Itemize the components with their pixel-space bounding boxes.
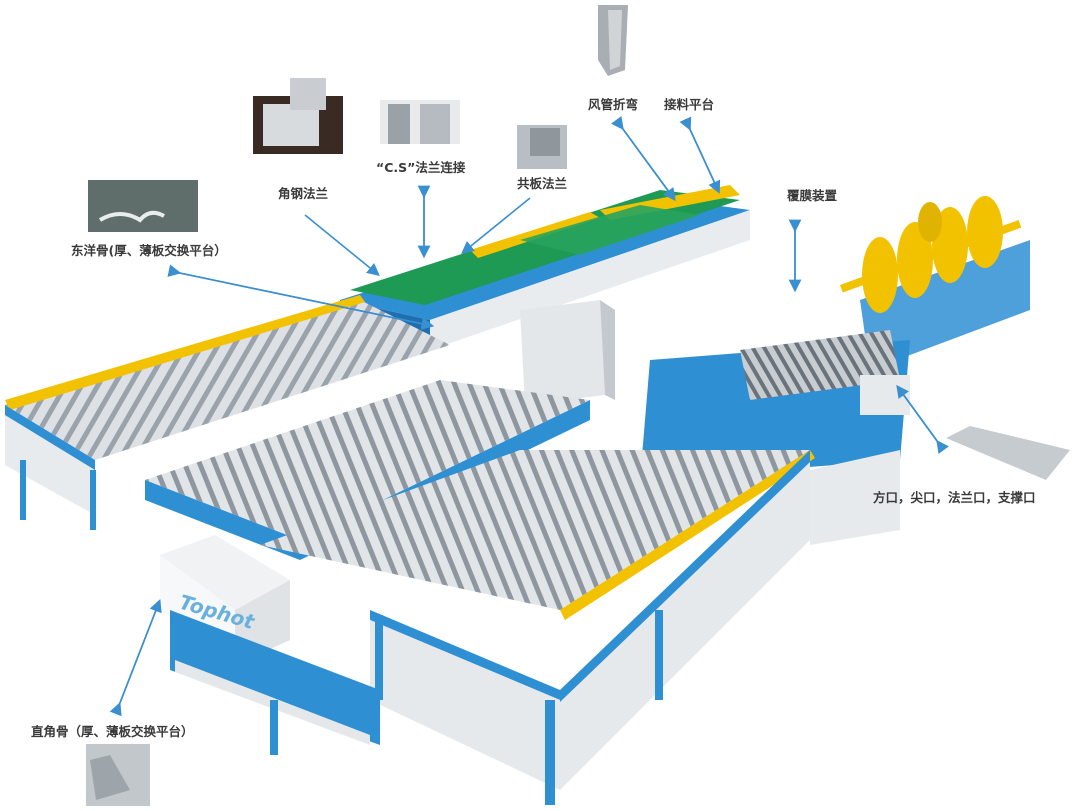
label-duct-bending: 风管折弯 (588, 97, 639, 112)
label-film-device: 覆膜装置 (787, 188, 838, 203)
label-receiving-platform: 接料平台 (664, 97, 715, 112)
center-roller-table (145, 380, 815, 805)
label-corner-flange: 角钢法兰 (278, 186, 329, 201)
thumb-pittsburgh-lock (88, 180, 198, 232)
thumb-common-flange (517, 125, 567, 169)
label-pittsburgh-lock: 东洋骨(厚、薄板交换平台） (71, 243, 227, 258)
label-common-flange: 共板法兰 (517, 176, 568, 191)
label-notching: 方口，尖口，法兰口，支撑口 (873, 490, 1036, 505)
left-roller-table (5, 295, 450, 530)
notching-machine (640, 330, 910, 545)
coil-decoiler (840, 196, 1030, 370)
annotation-arrows (109, 116, 949, 717)
thumb-notched-sheet (946, 426, 1070, 480)
label-cs-flange: “C.S”法兰连接 (376, 160, 466, 175)
thumb-corner-flange-duct (253, 78, 343, 154)
thumb-cs-flange (380, 100, 460, 144)
thumb-right-angle-seam (86, 744, 150, 806)
upper-machine-line (340, 185, 750, 350)
thumb-duct-bend (598, 5, 628, 76)
control-cabinet (520, 300, 615, 405)
front-seaming-machine (160, 535, 380, 755)
label-right-angle-seam: 直角骨（厚、薄板交换平台） (31, 724, 194, 739)
